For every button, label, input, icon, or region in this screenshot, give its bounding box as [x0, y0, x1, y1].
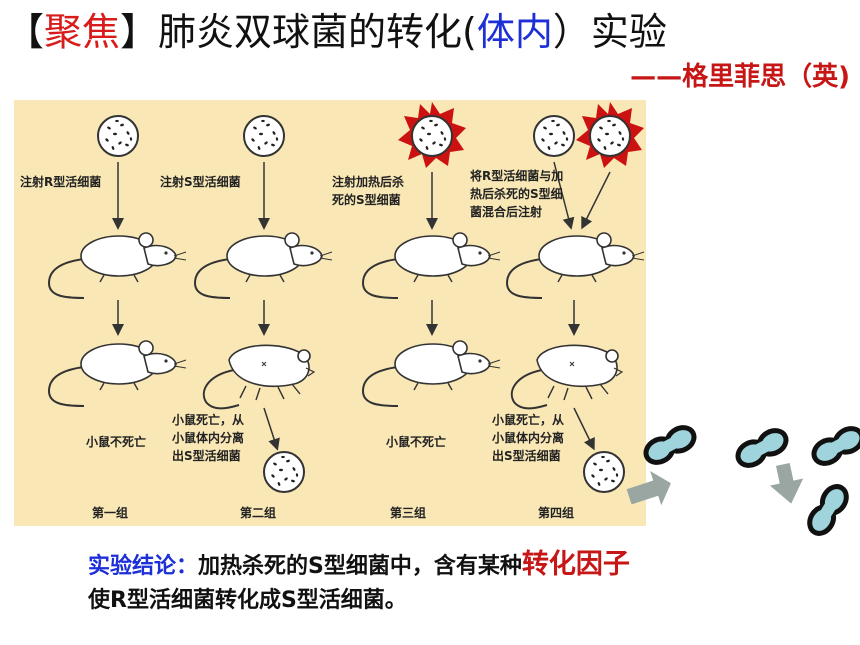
group-label-2: 第二组 [240, 506, 277, 520]
diplococcus-icon [805, 482, 851, 538]
conclusion-line-1: 实验结论：加热杀死的S型细菌中，含有某种转化因子 [88, 548, 818, 584]
conclusion-body-1: 加热杀死的S型细菌中，含有某种 [198, 554, 522, 579]
label-g4-inject-2: 热后杀死的S型细 [470, 187, 563, 201]
arrow-down-icon [769, 462, 804, 504]
label-g3-result: 小鼠不死亡 [386, 435, 447, 449]
title-bracket-close: 】 [120, 10, 159, 54]
label-g4-inject-1: 将R型活细菌与加 [470, 169, 564, 183]
group-label-3: 第三组 [390, 506, 427, 520]
label-g1-inject: 注射R型活细菌 [20, 175, 102, 189]
label-g2-result-3: 出S型活细菌 [172, 449, 241, 463]
label-g4-result-1: 小鼠死亡，从 [492, 413, 565, 427]
experiment-conclusion: 实验结论：加热杀死的S型细菌中，含有某种转化因子 使R型活细菌转化成S型活细菌。 [88, 548, 818, 618]
label-g4-result-3: 出S型活细菌 [492, 449, 561, 463]
slide-subtitle: ——格里菲思（英) [630, 62, 850, 92]
conclusion-line-2: 使R型活细菌转化成S型活细菌。 [88, 588, 407, 613]
label-g4-inject-3: 菌混合后注射 [470, 205, 543, 219]
label-g2-inject: 注射S型活细菌 [160, 175, 241, 189]
label-g1-result: 小鼠不死亡 [86, 435, 147, 449]
label-g3-inject-1: 注射加热后杀 [332, 175, 405, 189]
slide-title: 【聚焦】肺炎双球菌的转化(体内）实验 [6, 6, 667, 58]
diplococcus-icon [642, 423, 698, 467]
experiment-diagram [48, 102, 645, 493]
title-focus: 聚焦 [44, 10, 121, 54]
group-label-1: 第一组 [92, 506, 129, 520]
diplococcus-icon [734, 426, 790, 470]
diplococcus-icon [810, 424, 860, 468]
label-g2-result-1: 小鼠死亡，从 [172, 413, 245, 427]
group-label-4: 第四组 [538, 506, 575, 520]
title-tail: ）实验 [552, 10, 667, 54]
label-g4-result-2: 小鼠体内分离 [492, 431, 565, 445]
label-g3-inject-2: 死的S型细菌 [332, 193, 401, 207]
label-g2-result-2: 小鼠体内分离 [172, 431, 245, 445]
conclusion-highlight: 转化因子 [521, 549, 630, 580]
title-main: 肺炎双球菌的转化( [158, 10, 477, 54]
title-invivo: 体内 [476, 10, 553, 54]
arrow-right-icon [626, 471, 671, 506]
title-bracket-open: 【 [6, 10, 45, 54]
experiment-figure: 注射R型活细菌 注射S型活细菌 注射加热后杀 死的S型细菌 将R型活细菌与加 热… [14, 100, 646, 526]
conclusion-head: 实验结论： [88, 554, 199, 579]
